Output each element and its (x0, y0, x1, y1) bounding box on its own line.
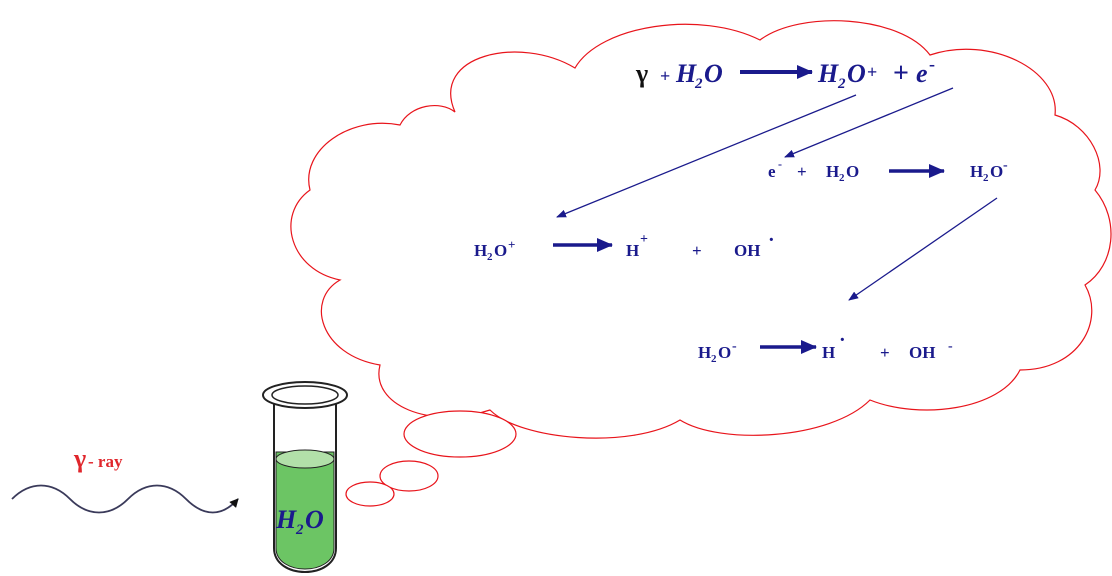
water-o: O (704, 59, 723, 88)
proton: H (626, 241, 639, 260)
anion-o: O (990, 162, 1003, 181)
tube-label-h: H (275, 505, 297, 534)
electron-charge-2: - (778, 157, 782, 171)
hydrogen-radical-dot: · (839, 329, 846, 351)
cation-o-2: O (494, 241, 507, 260)
plus-sign: + (660, 66, 670, 86)
gamma-ray-label: γ - ray (73, 444, 123, 473)
anion-h: H (970, 162, 983, 181)
cation-charge-2: + (508, 237, 515, 252)
water-o-2: O (846, 162, 859, 181)
gamma-ray-symbol: γ (73, 444, 86, 473)
anion-charge-2: - (732, 339, 737, 354)
equation-electron-capture: e - + H 2 O H 2 O - (768, 157, 1008, 184)
water-subscript: 2 (694, 76, 703, 92)
cation-subscript-2: 2 (487, 251, 493, 263)
plus-sign-2: + (893, 58, 909, 89)
electron-charge: - (929, 54, 935, 74)
tube-label-o: O (305, 505, 324, 534)
gamma-ray-text: - ray (88, 452, 123, 471)
gamma-symbol: γ (635, 59, 648, 88)
thought-cloud (290, 20, 1112, 439)
cation-h: H (817, 59, 839, 88)
water-h-2: H (826, 162, 839, 181)
electron-2: e (768, 162, 776, 181)
hydroxide-ion: OH (909, 343, 935, 362)
electron: e (916, 59, 928, 88)
cation-subscript: 2 (837, 76, 846, 92)
liquid-surface (275, 449, 335, 469)
thought-bubble-medium (379, 460, 439, 492)
anion-h-2: H (698, 343, 711, 362)
anion-subscript: 2 (983, 172, 989, 184)
equation-ionization: γ + H 2 O H 2 O + + e - (635, 54, 935, 92)
plus-sign-5: + (880, 343, 890, 362)
tube-rim-inner (271, 385, 339, 405)
proton-charge: + (640, 232, 648, 247)
water-h: H (675, 59, 697, 88)
thought-bubble-large (403, 410, 517, 458)
radical-dot: · (768, 229, 775, 251)
arrow-electron-to-capture (784, 87, 954, 158)
cation-o: O (847, 59, 866, 88)
equation-cation-dissociation: H 2 O + H + + OH · (474, 229, 775, 263)
arrow-anion-to-dissociation (848, 197, 998, 301)
anion-o-2: O (718, 343, 731, 362)
hydrogen-radical: H (822, 343, 835, 362)
arrow-cation-to-dissociation (556, 94, 857, 218)
plus-sign-4: + (692, 241, 702, 260)
plus-sign-3: + (797, 162, 807, 181)
tube-label-subscript: 2 (295, 522, 304, 538)
anion-subscript-2: 2 (711, 353, 717, 365)
tube-liquid (275, 451, 335, 570)
cation-charge: + (867, 62, 877, 82)
gamma-ray-wave (11, 484, 239, 514)
thought-bubble-small (345, 481, 395, 507)
water-subscript-2: 2 (839, 172, 845, 184)
anion-charge: - (1003, 158, 1008, 173)
hydroxide-charge: - (948, 339, 953, 354)
equation-anion-dissociation: H 2 O - H · + OH - (698, 329, 953, 365)
hydroxyl-radical: OH (734, 241, 760, 260)
test-tube: H 2 O (262, 381, 348, 573)
cloud-outline (290, 20, 1112, 439)
cation-h-2: H (474, 241, 487, 260)
